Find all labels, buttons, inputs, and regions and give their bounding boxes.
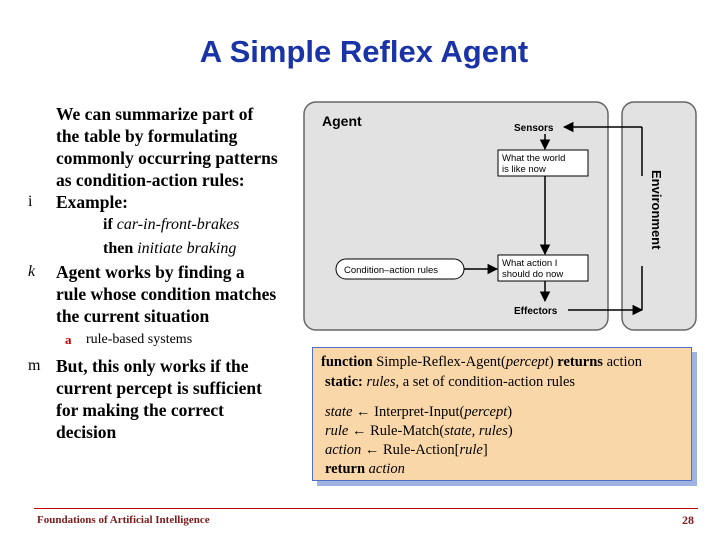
action-box <box>497 254 589 282</box>
environment-box <box>621 101 697 331</box>
agent-diagram: Agent Environment Sensors What the world… <box>303 101 697 331</box>
bullet-marker: m <box>28 357 41 374</box>
bullet-agent-works: k Agent works by finding a rule whose co… <box>28 262 277 326</box>
sub-bullet-marker: a <box>65 332 72 347</box>
world-label-2: is like now <box>502 164 546 175</box>
world-label-1: What the world <box>502 153 565 164</box>
code-line-action: action ← Rule-Action[rule] <box>325 442 488 458</box>
bullet-marker: i <box>28 193 33 210</box>
pseudocode-box: function Simple-Reflex-Agent(percept) re… <box>312 347 692 481</box>
slide-title: A Simple Reflex Agent <box>199 34 529 69</box>
sensors-label: Sensors <box>514 123 554 134</box>
code-line-return: return action <box>325 461 405 477</box>
world-state-box <box>497 149 589 177</box>
example-then-line: then initiate braking <box>103 240 237 257</box>
rules-label: Condition–action rules <box>344 265 438 276</box>
action-label-2: should do now <box>502 269 563 280</box>
code-line-signature: function Simple-Reflex-Agent(percept) re… <box>321 354 643 370</box>
bullet-example: i Example: <box>28 192 128 212</box>
code-line-static: static: rules, a set of condition-action… <box>325 374 576 390</box>
bullet-summarize: We can summarize part of the table by fo… <box>56 104 278 190</box>
bullet-marker: k <box>28 263 36 280</box>
effectors-label: Effectors <box>514 306 558 317</box>
footer-divider <box>34 508 698 509</box>
code-line-state: state ← Interpret-Input(percept) <box>325 404 513 420</box>
agent-label: Agent <box>322 113 362 129</box>
environment-label: Environment <box>649 170 664 250</box>
page-number: 28 <box>682 513 694 527</box>
action-label-1: What action I <box>502 258 557 269</box>
bullet-list: We can summarize part of the table by fo… <box>28 103 300 443</box>
agent-box <box>303 101 609 331</box>
footer-course-title: Foundations of Artificial Intelligence <box>37 514 210 526</box>
example-if-line: if car-in-front-brakes <box>103 216 240 233</box>
code-line-rule: rule ← Rule-Match(state, rules) <box>325 423 513 439</box>
bullet-but: m But, this only works if the current pe… <box>28 356 262 442</box>
sub-bullet-rule-based: a rule-based systems <box>30 329 300 351</box>
